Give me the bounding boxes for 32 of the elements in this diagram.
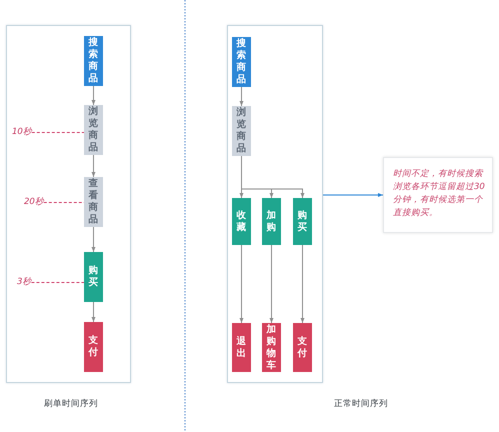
note-box: 时间不定，有时候搜索浏览各环节逗留超过30分钟，有时候选第一个直接购买。 <box>383 157 493 233</box>
arrow <box>322 193 384 197</box>
process-box: 支付 <box>84 322 103 372</box>
process-box: 加购物车 <box>262 323 281 372</box>
process-box: 搜索商品 <box>232 37 251 87</box>
process-box: 搜索商品 <box>84 36 103 86</box>
panel-caption: 刷单时间序列 <box>44 399 98 410</box>
time-label: 10秒 <box>12 126 32 139</box>
leader-line <box>43 202 84 203</box>
process-box: 浏览商品 <box>84 105 103 155</box>
arrow <box>92 154 96 178</box>
process-box: 收藏 <box>232 198 251 245</box>
arrow <box>92 86 96 106</box>
arrow <box>92 226 96 252</box>
arrow <box>92 302 96 322</box>
process-box: 退出 <box>232 323 251 372</box>
panel-caption: 正常时间序列 <box>334 399 388 410</box>
arrow <box>270 244 274 324</box>
process-box: 购买 <box>293 198 312 245</box>
process-box: 购买 <box>84 252 103 302</box>
time-label: 3秒 <box>17 276 32 289</box>
leader-line <box>30 282 84 283</box>
arrow <box>240 86 244 106</box>
process-box: 浏览商品 <box>232 106 251 156</box>
process-box: 支付 <box>293 323 312 372</box>
arrow <box>240 244 244 324</box>
arrow <box>241 156 304 198</box>
time-label: 20秒 <box>24 196 44 209</box>
leader-line <box>31 132 84 133</box>
process-box: 加购 <box>262 198 281 245</box>
process-box: 查看商品 <box>84 177 103 227</box>
arrow <box>300 244 304 324</box>
